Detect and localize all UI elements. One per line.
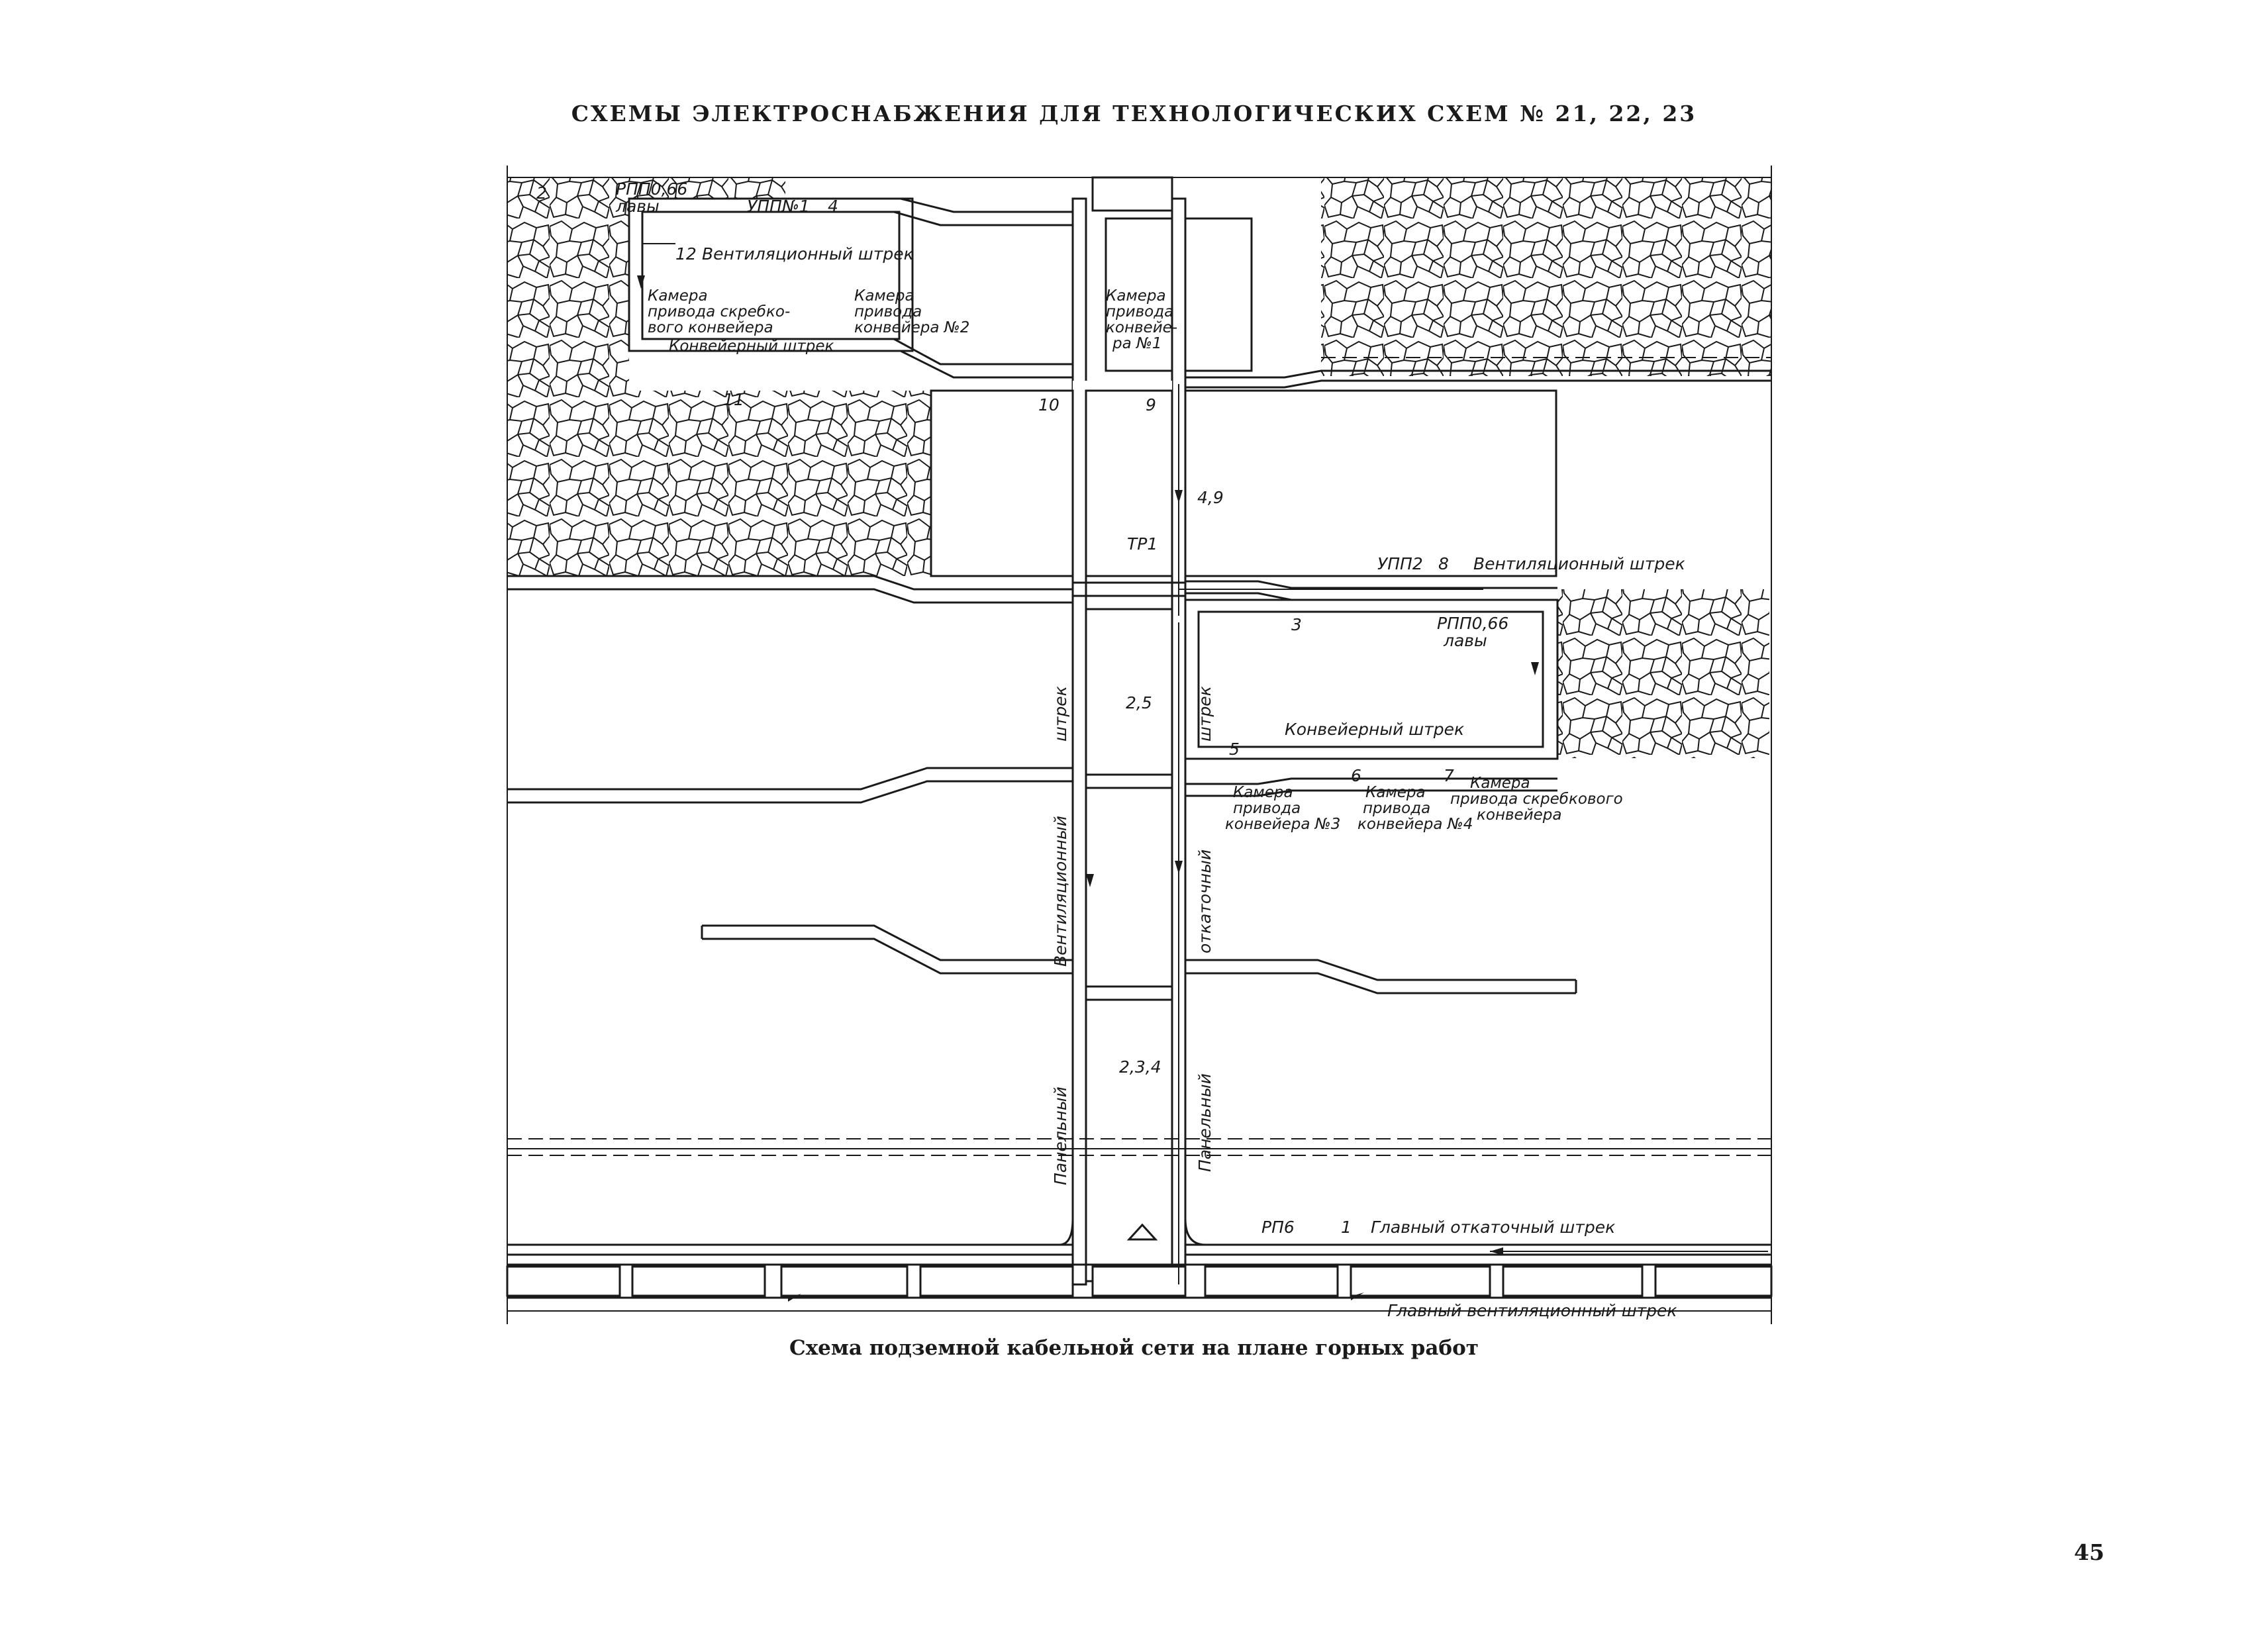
label-cam-skreb2-c: конвейера: [1477, 806, 1562, 824]
right-working-panel: [1184, 599, 1559, 760]
label-cam2-c: конвейера №2: [854, 319, 969, 336]
label-6: 6: [1351, 766, 1361, 785]
label-vent-right: Вентиляционный штрек: [1473, 554, 1685, 573]
lower-right-drifts: [1185, 777, 1577, 994]
right-top-drifts: [1185, 357, 1771, 389]
label-cam1-a: Камера: [1106, 287, 1166, 305]
figure-caption: Схема подземной кабельной сети на плане …: [789, 1336, 1479, 1360]
label-9: 9: [1146, 395, 1156, 414]
label-cam-skreb-c: вого конвейера: [648, 319, 773, 336]
label-cam-skreb2-a: Камера: [1470, 775, 1530, 792]
label-cam-skreb-b: привода скребко-: [648, 303, 790, 320]
label-upp2: УПП2: [1377, 554, 1423, 573]
label-7: 7: [1444, 766, 1454, 785]
label-2: 2: [536, 183, 547, 203]
label-tp1: ТР1: [1127, 534, 1158, 554]
label-upp1: УПП№1: [747, 197, 810, 216]
label-cam4-b: привода: [1363, 800, 1430, 817]
label-cam1-b: привода: [1106, 303, 1173, 320]
label-cam1-d: ра №1: [1112, 335, 1162, 352]
page-title: СХЕМЫ ЭЛЕКТРОСНАБЖЕНИЯ ДЛЯ ТЕХНОЛОГИЧЕСК…: [571, 101, 1697, 126]
label-rpp-top-a: РПП0,66: [616, 179, 687, 199]
lower-left-drifts: [507, 767, 1073, 975]
label-cam4-a: Камера: [1365, 784, 1426, 801]
top-left-panel: [628, 197, 1073, 379]
label-rpp-right-b: лавы: [1443, 631, 1487, 650]
label-vent-top: Вентиляционный штрек: [702, 244, 914, 264]
label-cam1-c: конвейе-: [1106, 319, 1177, 336]
label-5: 5: [1229, 740, 1240, 759]
label-cam-skreb-a: Камера: [648, 287, 708, 305]
label-4: 4: [828, 197, 838, 216]
label-cam2-a: Камера: [854, 287, 914, 305]
diagram-labels: 2 РПП0,66 лавы УПП№1 4 12 Вентиляционный…: [536, 179, 1685, 1320]
cable-routes: [637, 243, 1768, 1302]
survey-lines: [507, 1138, 1771, 1156]
label-11: 11: [723, 390, 744, 409]
middle-left-panels: [930, 389, 1557, 577]
label-cam3-b: привода: [1233, 800, 1301, 817]
rock-zones: [507, 177, 1771, 758]
label-shtrek-left-top: штрек: [1051, 686, 1070, 742]
label-main-haul: Главный откаточный штрек: [1371, 1218, 1615, 1237]
label-rp6: РП6: [1261, 1218, 1295, 1237]
label-1: 1: [1341, 1218, 1352, 1237]
main-drifts: [506, 1218, 1773, 1299]
label-12: 12: [675, 244, 697, 264]
label-cam3-c: конвейера №3: [1225, 816, 1340, 833]
label-cam4-c: конвейера №4: [1357, 816, 1473, 833]
label-main-vent: Главный вентиляционный штрек: [1387, 1301, 1677, 1320]
label-vent-left: Вентиляционный: [1051, 816, 1070, 967]
label-cam-skreb2-b: привода скребкового: [1450, 791, 1623, 808]
cable-network-plan: 2 РПП0,66 лавы УПП№1 4 12 Вентиляционный…: [506, 166, 1773, 1324]
label-2-3-4: 2,3,4: [1119, 1057, 1161, 1077]
label-konv-right: Конвейерный штрек: [1285, 720, 1464, 739]
label-konv-top: Конвейерный штрек: [669, 338, 834, 355]
label-cam2-b: привода: [854, 303, 922, 320]
label-panel-left: Панельный: [1051, 1087, 1070, 1185]
central-pillars: [1085, 608, 1173, 1282]
label-shtrek-right-top: штрек: [1195, 686, 1214, 742]
label-panel-right: Панельный: [1195, 1073, 1214, 1172]
label-3: 3: [1291, 615, 1302, 634]
label-4-9: 4,9: [1197, 488, 1224, 507]
label-cam3-a: Камера: [1233, 784, 1293, 801]
label-otkat-right: откаточный: [1195, 849, 1214, 953]
label-8: 8: [1438, 554, 1449, 573]
label-2-5: 2,5: [1126, 693, 1152, 712]
page-number: 45: [2074, 1539, 2104, 1565]
label-10: 10: [1038, 395, 1060, 414]
label-rpp-top-b: лавы: [615, 197, 660, 216]
label-rpp-right-a: РПП0,66: [1437, 614, 1508, 633]
